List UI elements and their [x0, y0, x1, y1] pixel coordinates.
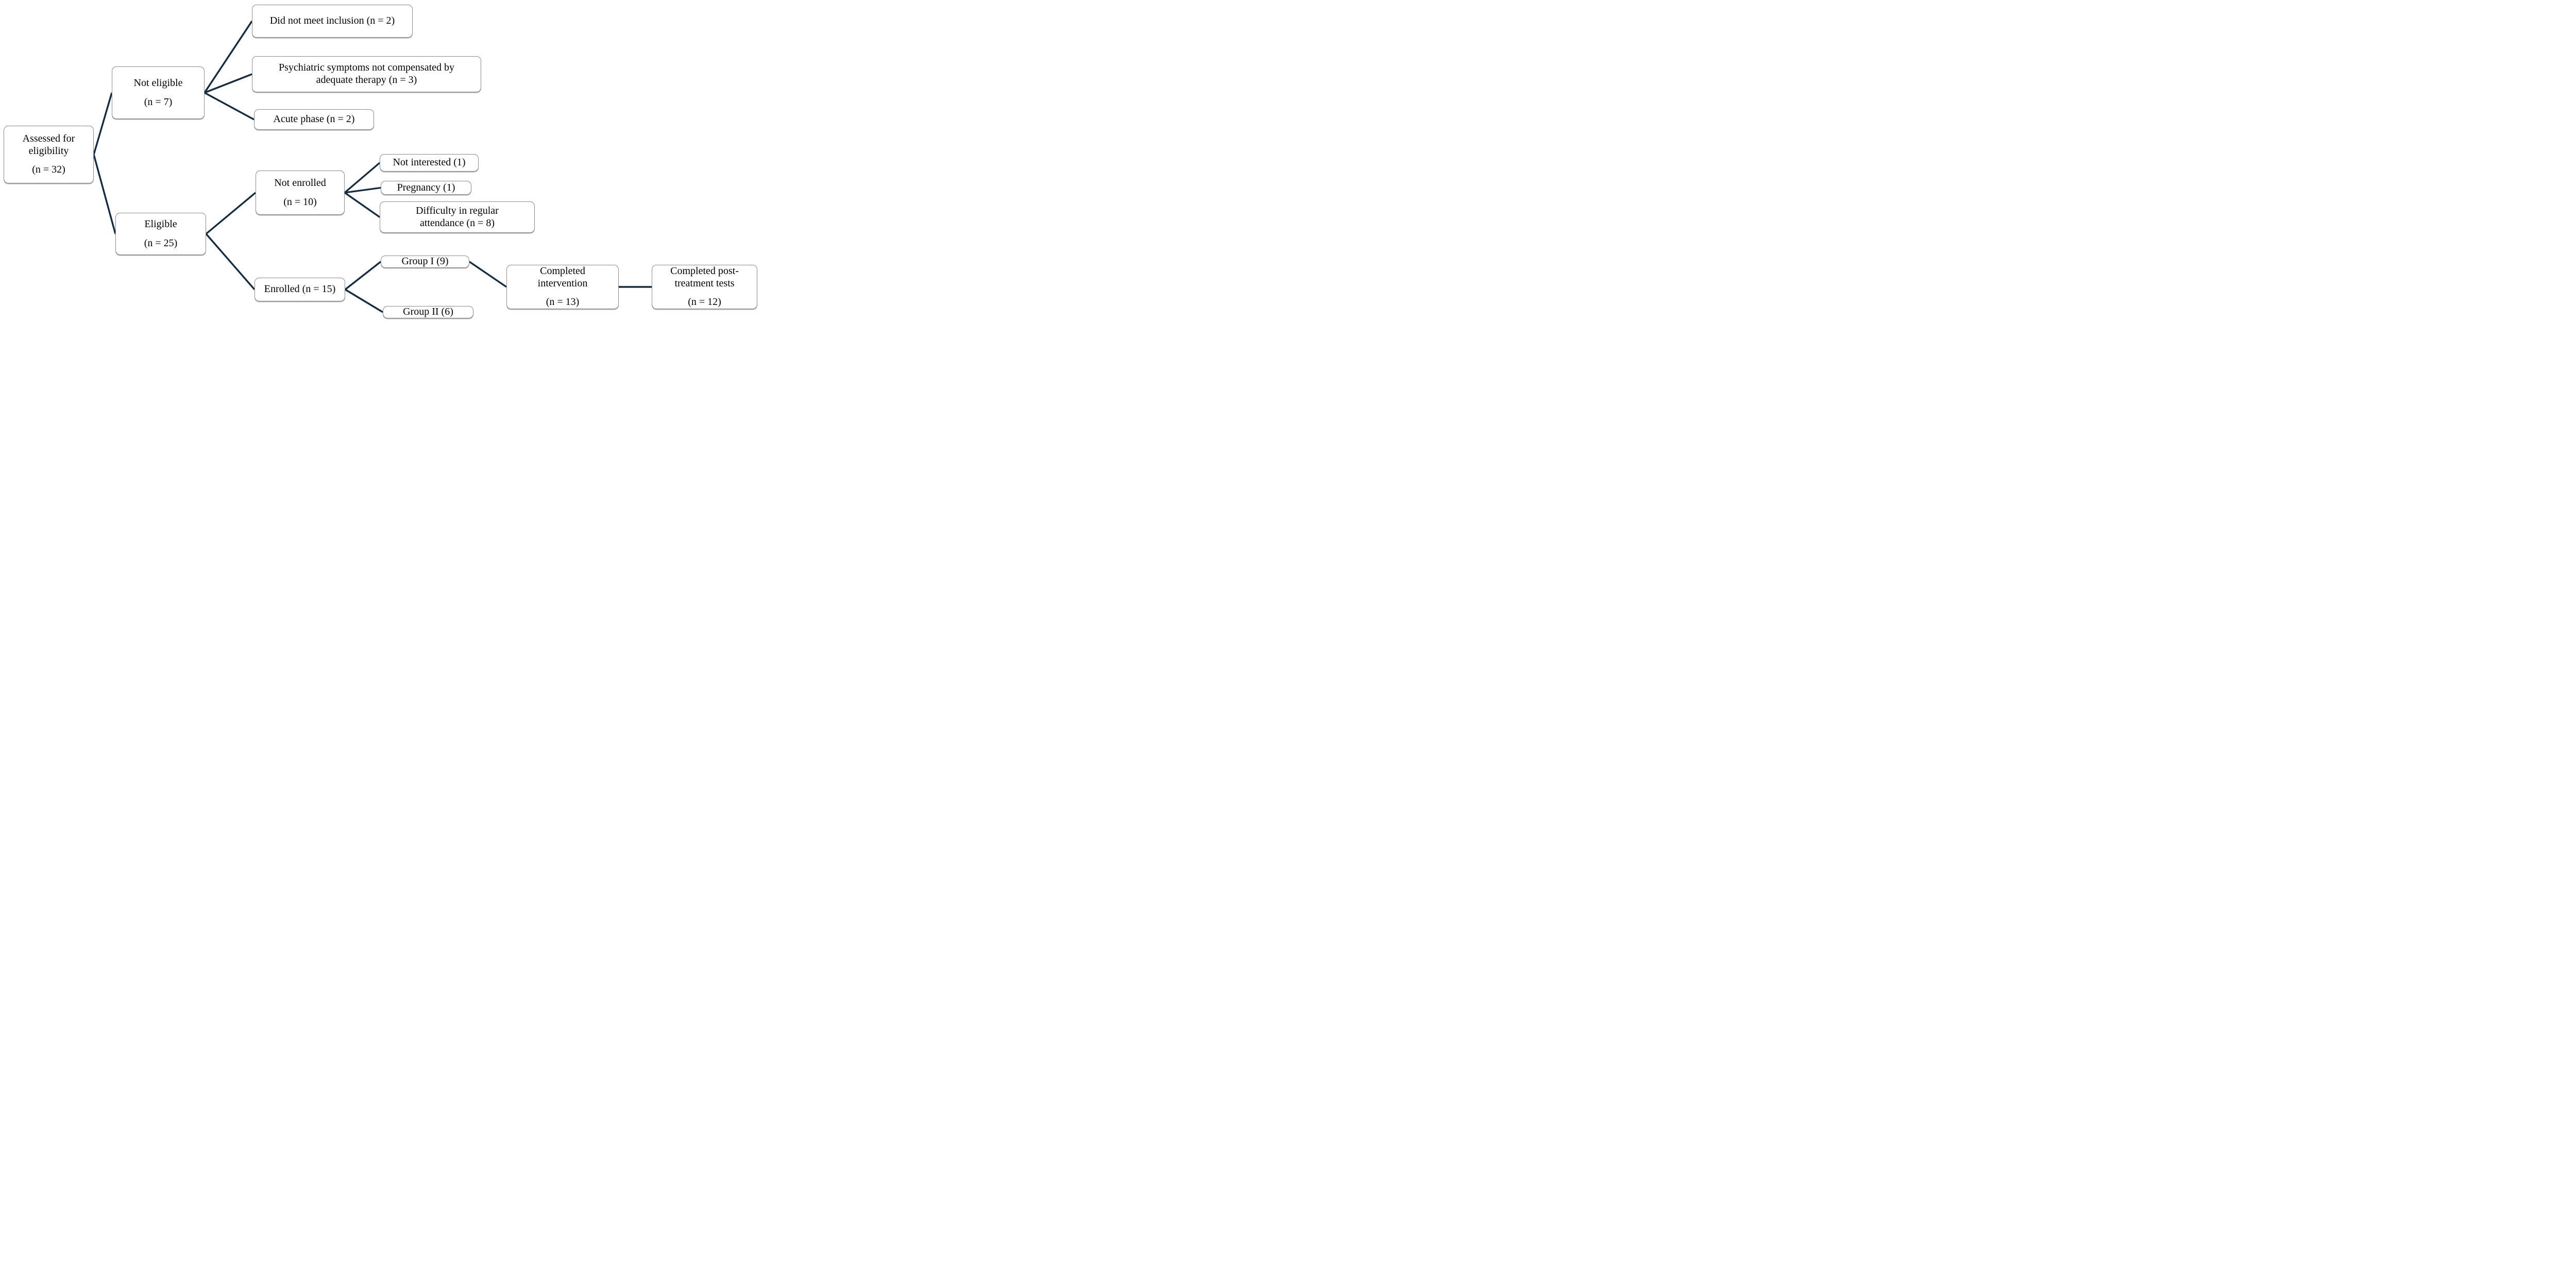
node-enrolled: Enrolled (n = 15): [255, 278, 345, 301]
connector-assessed-to-eligible: [93, 154, 116, 234]
node-label: adequate therapy (n = 3): [316, 74, 417, 86]
connector-not_eligible-to-did_not_meet: [204, 21, 253, 93]
node-completed-intervention: Completed intervention (n = 13): [506, 265, 619, 309]
node-label: attendance (n = 8): [419, 217, 495, 229]
node-count: (n = 25): [144, 237, 178, 249]
node-not-enrolled: Not enrolled (n = 10): [256, 171, 345, 215]
connector-group_i-to-completed_intervention: [469, 261, 507, 288]
node-label: Difficulty in regular: [416, 205, 499, 216]
node-label: Completed: [540, 265, 585, 277]
connector-lines: [93, 21, 652, 313]
node-label: Assessed for: [22, 133, 75, 145]
node-group-ii: Group II (6): [383, 306, 473, 318]
node-count: (n = 7): [144, 96, 173, 108]
flow-diagram: Assessed for eligibility (n = 32) Not el…: [0, 0, 761, 319]
connector-not_eligible-to-acute: [204, 92, 255, 121]
node-psychiatric-symptoms: Psychiatric symptoms not compensated by …: [252, 56, 481, 92]
node-not-interested: Not interested (1): [380, 154, 479, 172]
connector-not_enrolled-to-difficulty: [344, 192, 380, 218]
node-label: Group I (9): [401, 255, 449, 267]
node-label: Enrolled (n = 15): [264, 283, 336, 295]
connector-not_enrolled-to-pregnancy: [344, 186, 381, 194]
node-not-eligible: Not eligible (n = 7): [112, 66, 205, 119]
node-difficulty-regular-attendance: Difficulty in regular attendance (n = 8): [380, 201, 535, 233]
node-label: eligibility: [28, 145, 69, 157]
node-pregnancy: Pregnancy (1): [381, 181, 471, 195]
node-label: Group II (6): [403, 306, 453, 318]
node-label: Not interested (1): [393, 157, 466, 168]
node-did-not-meet-inclusion: Did not meet inclusion (n = 2): [252, 5, 413, 38]
node-label: treatment tests: [674, 277, 735, 289]
node-label: Acute phase (n = 2): [273, 113, 355, 125]
connector-eligible-to-not_enrolled: [205, 192, 257, 235]
connector-eligible-to-enrolled: [205, 233, 256, 291]
connector-not_eligible-to-psychiatric: [204, 73, 252, 94]
node-label: Eligible: [144, 218, 177, 230]
connector-enrolled-to-group_ii: [345, 288, 383, 313]
node-count: (n = 12): [688, 296, 721, 308]
connector-enrolled-to-group_i: [344, 261, 382, 291]
connector-not_enrolled-to-not_interested: [344, 162, 381, 194]
node-label: Completed post-: [670, 265, 739, 277]
node-acute-phase: Acute phase (n = 2): [254, 109, 374, 130]
node-label: Pregnancy (1): [397, 181, 455, 193]
node-label: Not enrolled: [274, 177, 326, 189]
node-label: Psychiatric symptoms not compensated by: [278, 62, 455, 74]
node-label: Not eligible: [133, 77, 183, 89]
node-label: intervention: [537, 277, 588, 289]
connector-assessed-to-not_eligible: [93, 92, 113, 155]
node-count: (n = 32): [32, 164, 65, 176]
node-label: Did not meet inclusion (n = 2): [269, 15, 395, 27]
node-assessed-for-eligibility: Assessed for eligibility (n = 32): [4, 126, 94, 183]
node-completed-post-treatment-tests: Completed post- treatment tests (n = 12): [652, 265, 757, 309]
node-count: (n = 10): [283, 196, 317, 208]
node-count: (n = 13): [546, 296, 580, 308]
node-group-i: Group I (9): [381, 255, 469, 268]
node-eligible: Eligible (n = 25): [115, 213, 206, 255]
